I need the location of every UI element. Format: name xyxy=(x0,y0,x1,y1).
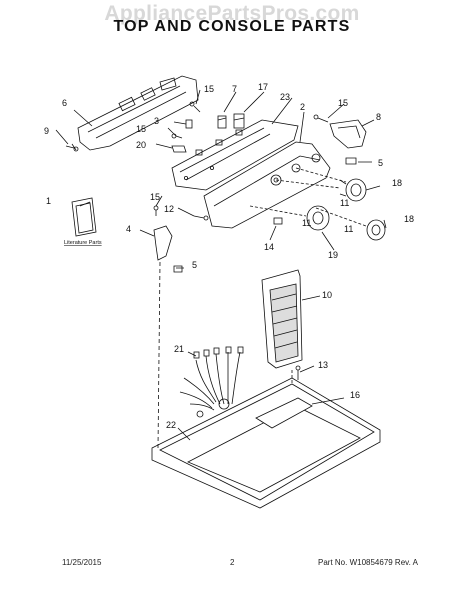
callout-2: 2 xyxy=(300,102,305,112)
callout-8: 8 xyxy=(376,112,381,122)
screw-part-15-d xyxy=(153,205,159,216)
screw-part-13 xyxy=(295,365,301,380)
callout-16: 16 xyxy=(350,390,360,400)
callout-11-a: 11 xyxy=(340,198,349,208)
clip-part-5-left xyxy=(173,265,183,273)
footer-date: 11/25/2015 xyxy=(62,558,102,567)
callout-5-b: 5 xyxy=(192,260,197,270)
callout-13: 13 xyxy=(318,360,328,370)
bracket-part-7 xyxy=(217,115,227,129)
callout-3: 3 xyxy=(154,116,159,126)
callout-4: 4 xyxy=(126,224,131,234)
screw-part-15-a xyxy=(189,101,201,113)
console-rear-cover xyxy=(77,75,199,151)
footer-page-number: 2 xyxy=(230,558,235,567)
bracket-part-17 xyxy=(233,113,245,129)
callout-1: 1 xyxy=(46,196,51,206)
clip-part-14 xyxy=(273,217,283,225)
callout-18-b: 18 xyxy=(404,214,414,224)
dryer-top-panel xyxy=(151,377,381,509)
callout-labels: 6 9 15 3 15 20 7 17 23 2 15 8 5 18 11 11… xyxy=(44,82,414,430)
callout-11-c: 11 xyxy=(302,218,311,228)
callout-20: 20 xyxy=(136,140,146,150)
screw-part-15-c xyxy=(313,114,329,123)
callout-22: 22 xyxy=(166,420,176,430)
clip-part-20 xyxy=(171,145,187,153)
callout-12: 12 xyxy=(164,204,174,214)
callout-19: 19 xyxy=(328,250,338,260)
knob-part-19 xyxy=(306,205,330,231)
callout-6: 6 xyxy=(62,98,67,108)
screw-part-9 xyxy=(65,143,79,152)
literature-parts-label: Literature Parts xyxy=(64,240,102,246)
callout-10: 10 xyxy=(322,290,332,300)
screw-part-15-b xyxy=(171,133,183,139)
watermark: AppliancePartsPros.com xyxy=(104,2,360,25)
callout-5-a: 5 xyxy=(378,158,383,168)
literature-booklet xyxy=(71,197,97,237)
knob-part-18-lower xyxy=(366,219,386,241)
callout-15-d: 15 xyxy=(150,192,160,202)
clip-part-5-right xyxy=(345,157,357,165)
callout-15-a: 15 xyxy=(204,84,214,94)
callout-9: 9 xyxy=(44,126,49,136)
page-title: TOP AND CONSOLE PARTS xyxy=(113,18,351,35)
console-back-panel xyxy=(171,119,299,191)
wire-harness xyxy=(179,346,244,411)
callout-23: 23 xyxy=(280,92,290,102)
callout-18-a: 18 xyxy=(392,178,402,188)
callout-17: 17 xyxy=(258,82,268,92)
screw-part-12 xyxy=(193,215,209,221)
callout-15-c: 15 xyxy=(338,98,348,108)
hinge-part-4 xyxy=(153,225,173,261)
console-front-panel xyxy=(203,141,331,229)
clip-part-3 xyxy=(185,119,193,129)
callout-15-b: 15 xyxy=(136,124,146,134)
lint-screen xyxy=(261,269,303,369)
callout-21: 21 xyxy=(174,344,184,354)
callout-7: 7 xyxy=(232,84,237,94)
end-cap-part-8 xyxy=(329,119,367,149)
callout-11-b: 11 xyxy=(344,224,353,234)
callout-14: 14 xyxy=(264,242,274,252)
footer-part-number: Part No. W10854679 Rev. A xyxy=(318,558,418,567)
